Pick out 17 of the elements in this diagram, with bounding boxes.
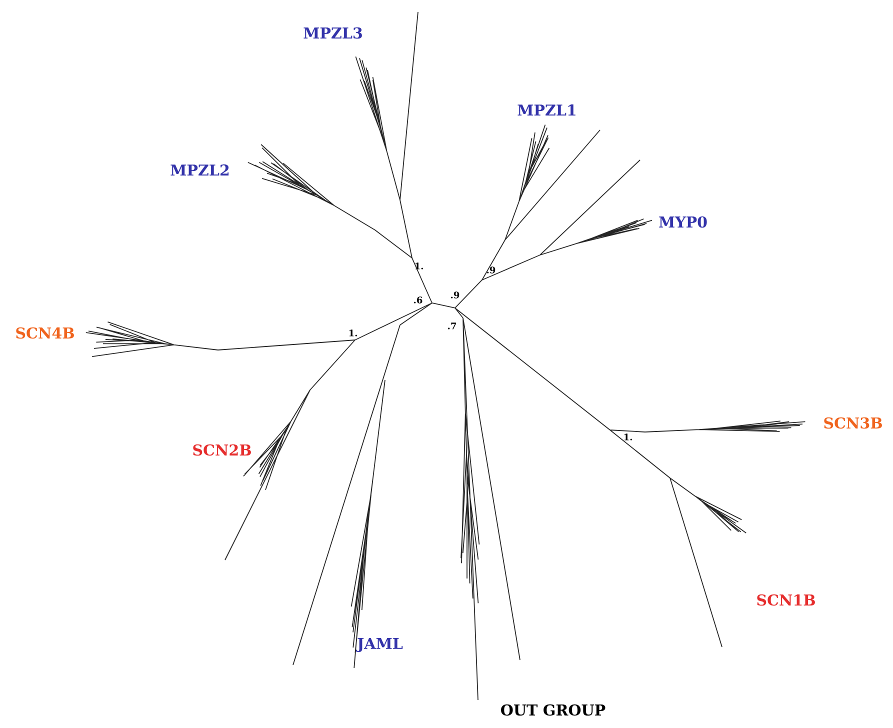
support-value: .7 [448,322,456,330]
clade-label: MPZL2 [170,164,229,176]
support-value: .9 [487,266,496,274]
clade-label: OUT GROUP [501,704,606,716]
clade-label: SCN1B [757,594,815,606]
support-value: 1. [415,262,423,270]
clade-label: MPZL3 [304,27,362,39]
support-value: .6 [414,296,422,304]
clade-label: MPZL1 [518,104,576,116]
support-value: .9 [451,292,460,298]
clade-label: MYP0 [659,216,707,228]
clade-label: SCN2B [193,444,251,456]
clade-label: JAML [356,638,403,652]
support-value: 1. [624,434,632,440]
clade-label: SCN4B [16,327,74,339]
clade-label: SCN3B [824,417,882,429]
support-value: 1. [349,330,357,336]
